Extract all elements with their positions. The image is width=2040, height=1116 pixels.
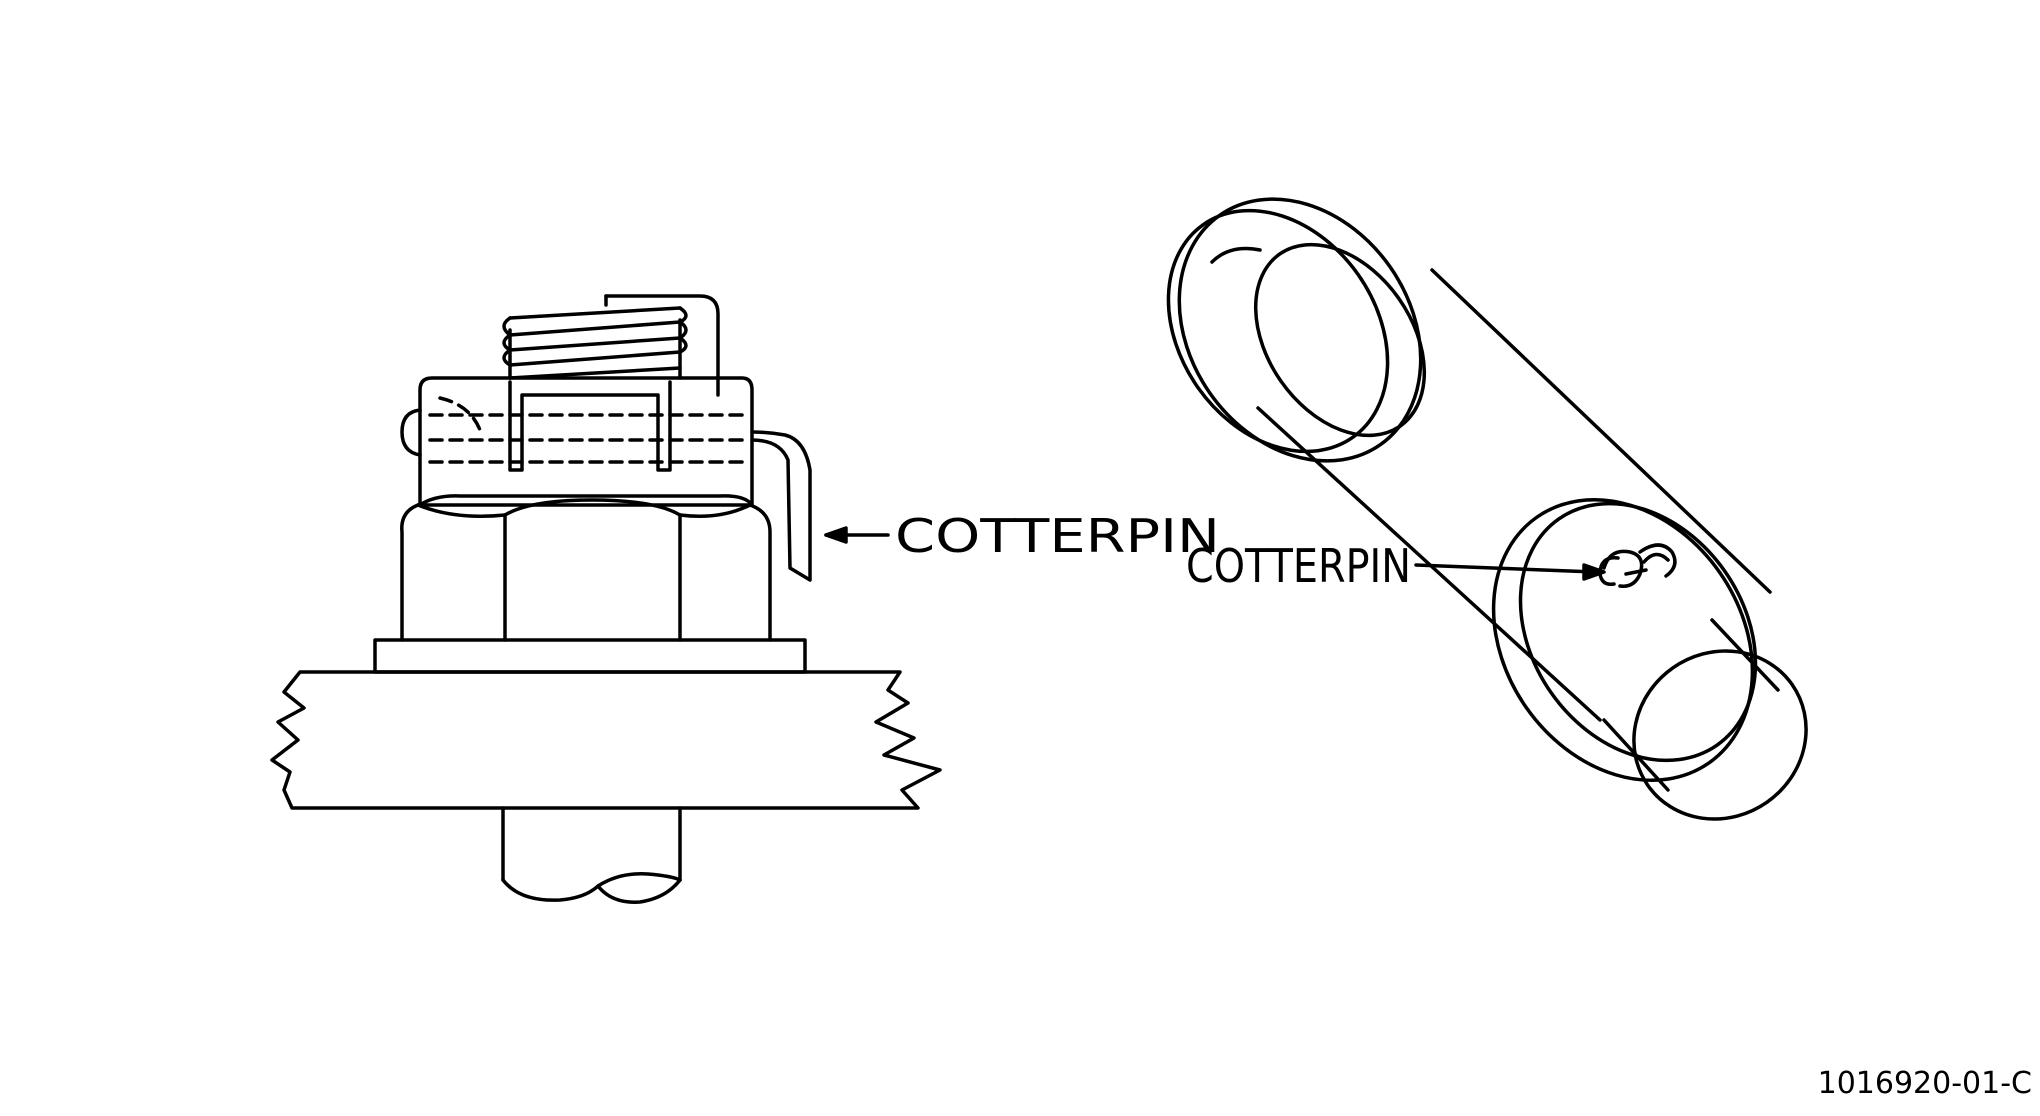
left-cotterpin-label: COTTERPIN [895, 509, 1220, 563]
clevis-pin [1166, 197, 1808, 821]
right-callout [1414, 563, 1606, 581]
pin-tip [1602, 618, 1808, 821]
hex-nut [400, 498, 772, 642]
washer [373, 638, 807, 674]
pin-body [1253, 242, 1772, 722]
castle-nut-assembly [270, 294, 942, 904]
figure-number: 1016920-01-C [1818, 1066, 2032, 1101]
right-callout-leader [1414, 563, 1597, 574]
mounting-plate [270, 670, 942, 810]
cotterpin-left [508, 294, 812, 582]
right-cotterpin-label: COTTERPIN [1186, 539, 1411, 593]
nut-crown [400, 376, 754, 507]
pin-head [1166, 197, 1423, 463]
bolt-threads [502, 306, 688, 380]
bolt-shank [501, 806, 682, 904]
pin-end-washer [1491, 497, 1758, 783]
left-callout [824, 526, 890, 544]
right-callout-arrowhead [1582, 563, 1606, 581]
cotterpin-right [1598, 543, 1677, 588]
left-callout-arrowhead [824, 526, 848, 544]
